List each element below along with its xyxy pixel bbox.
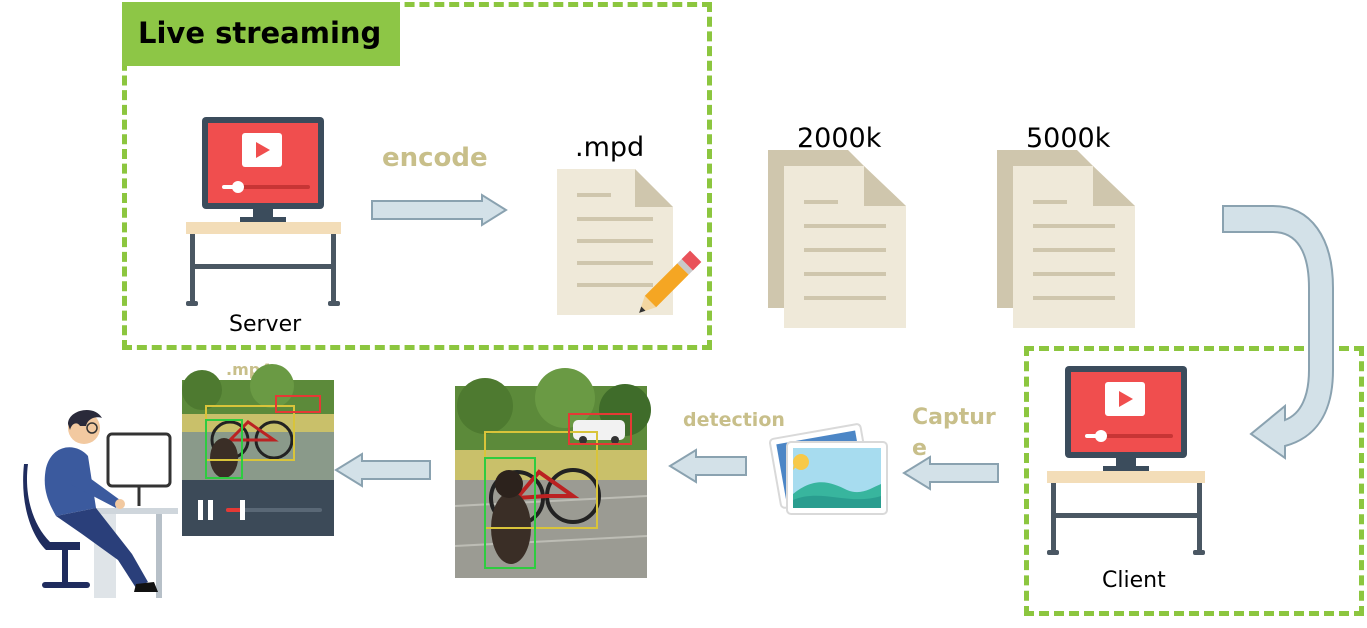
image-stack-icon [768,423,888,515]
playback-arrow [334,452,431,488]
capture-label-line1: Captur [912,405,996,430]
server-region [122,2,712,350]
user-at-desk-icon [23,410,178,598]
mpd-label: .mpd [575,132,645,163]
video-player-icon [182,364,334,536]
mpd-document-icon [557,169,673,315]
capture-arrow [902,455,999,491]
pencil-icon [639,250,702,313]
segment-2000k-document-icon [768,150,906,328]
encode-label: encode [382,143,488,173]
capture-label-line2: e [912,436,927,461]
client-monitor-icon [1047,366,1205,555]
server-label: Server [229,312,302,337]
segment-5000k-document-icon [997,150,1135,328]
client-label: Client [1102,568,1166,593]
segment-5000k-label: 5000k [1026,123,1111,154]
client-region [1024,346,1364,616]
detection-label: detection [683,409,785,431]
encode-arrow [371,193,508,227]
detection-arrow [668,448,747,484]
delivery-curved-arrow [1222,205,1334,460]
segment-2000k-label: 2000k [797,123,882,154]
diagram-title: Live streaming [138,16,382,50]
server-monitor-icon [186,117,341,306]
detection-frame-image [454,368,651,578]
title-banner: Live streaming [122,2,400,66]
